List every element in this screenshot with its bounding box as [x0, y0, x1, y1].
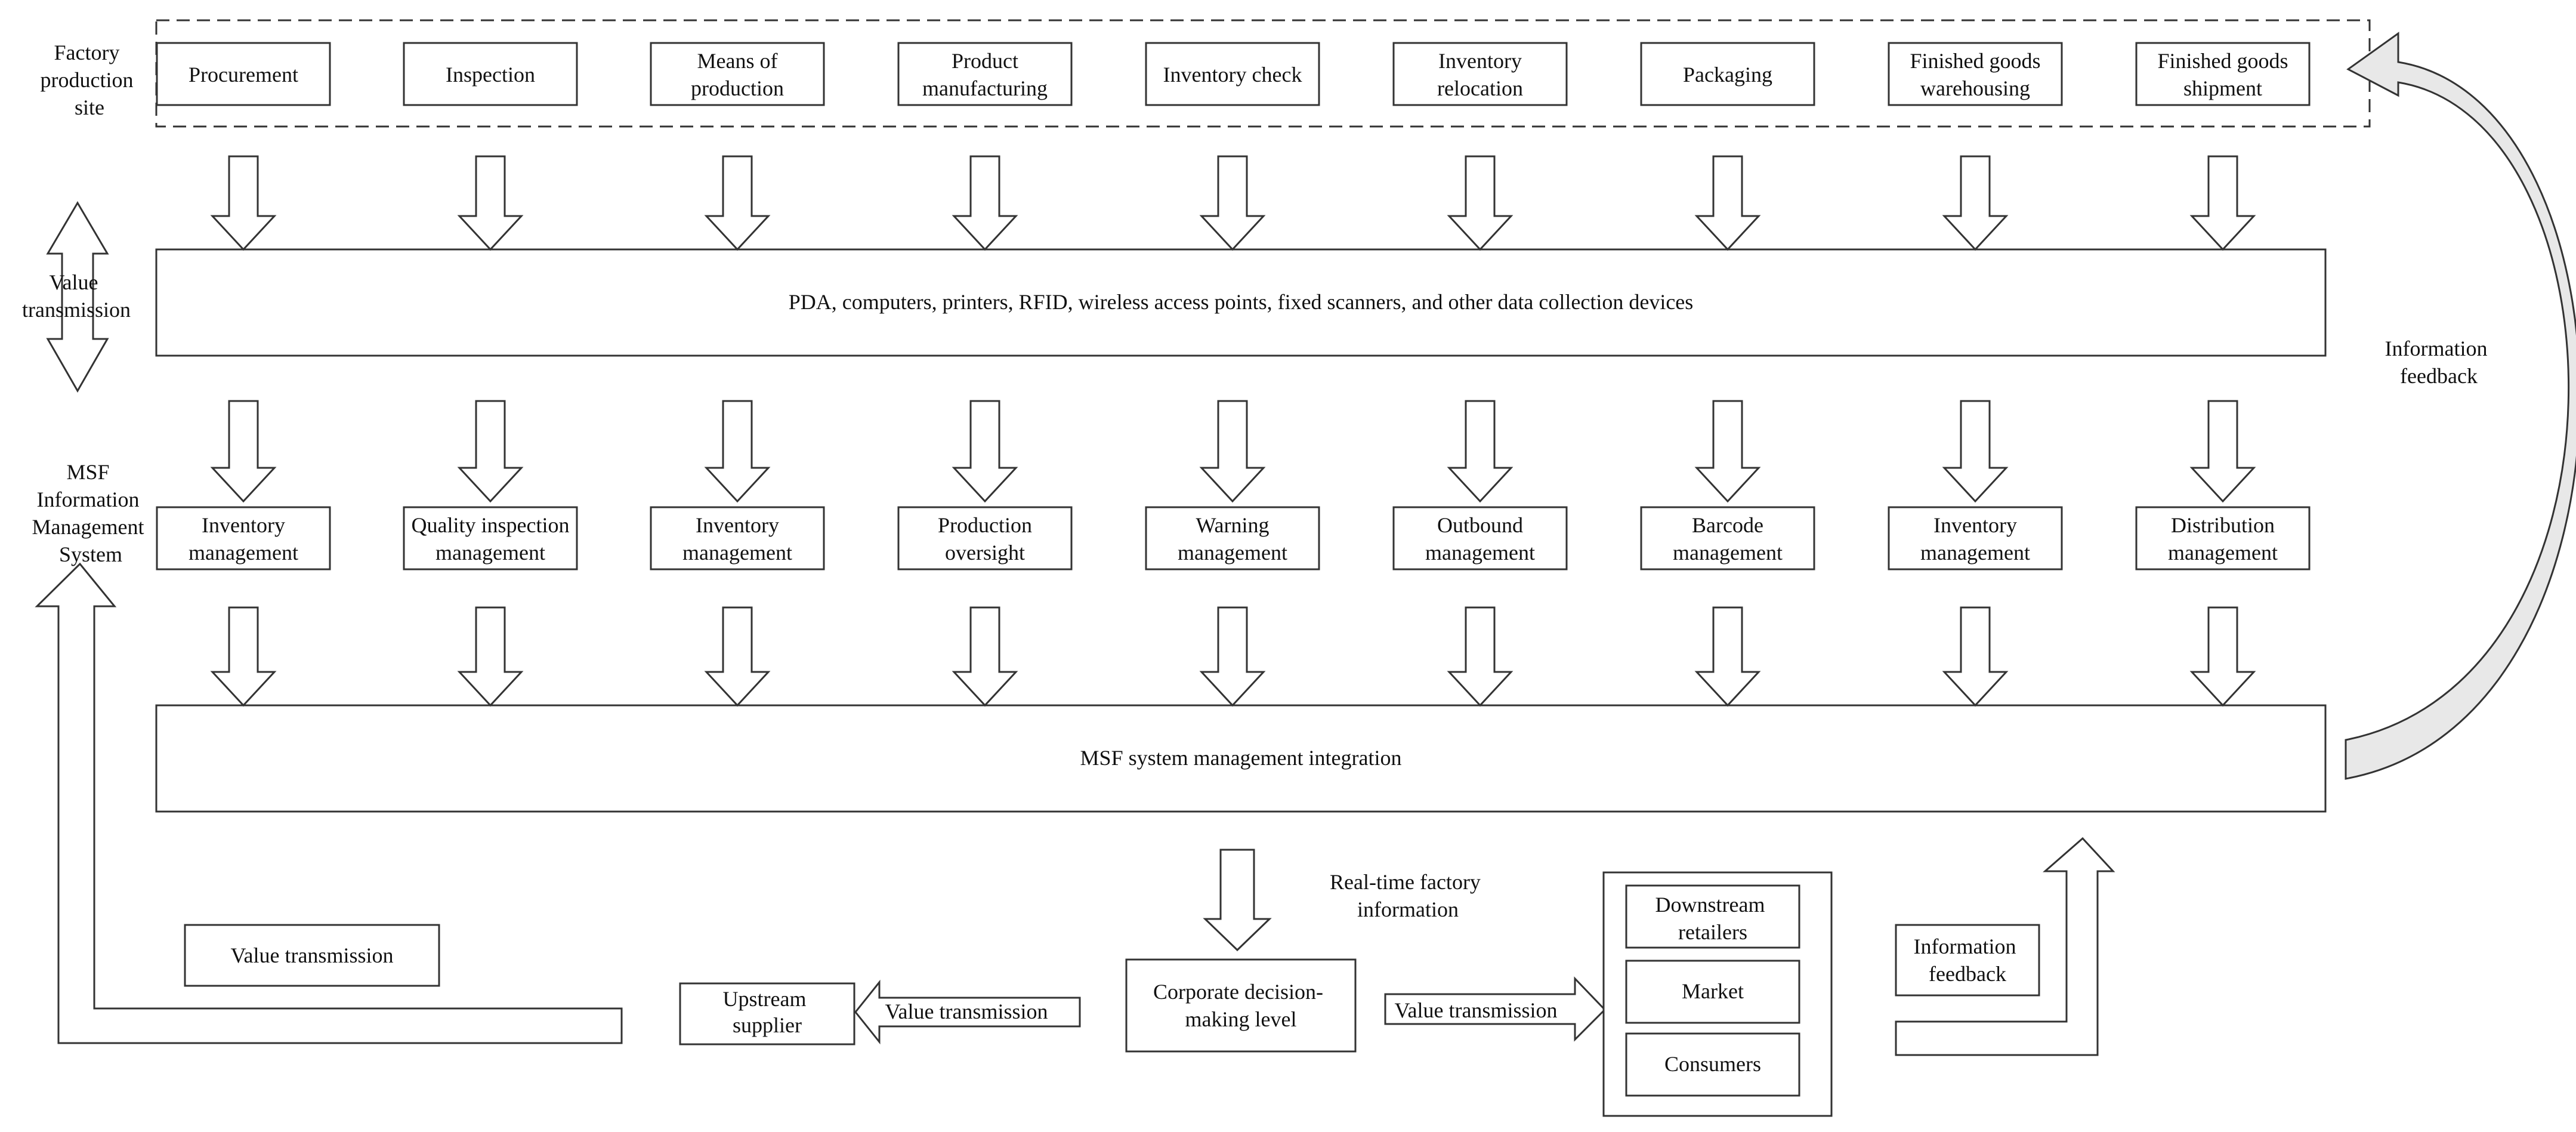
value-transmission-right-label: Value transmission — [1395, 998, 1558, 1022]
down-arrow — [1694, 155, 1761, 251]
value-transmission-side-label: Value transmission — [22, 270, 131, 322]
corporate-decision-label: Corporate decision- making level — [1153, 980, 1329, 1031]
management-module-box — [2135, 506, 2311, 570]
value-transmission-left-label: Value transmission — [231, 943, 394, 967]
site-step-box — [1392, 42, 1568, 106]
down-arrow — [2189, 400, 2256, 503]
information-feedback-box-label: Information feedback — [1914, 934, 2022, 986]
management-module-box — [1888, 506, 2063, 570]
down-arrow — [1694, 606, 1761, 707]
down-arrow — [2189, 155, 2256, 251]
realtime-info-arrow — [1203, 849, 1272, 952]
down-arrow — [1447, 400, 1514, 503]
down-arrow — [1199, 155, 1266, 251]
integration-bar — [155, 704, 2327, 813]
management-module-box — [403, 506, 578, 570]
management-module-box — [1145, 506, 1320, 570]
right-feedback-arrow — [1895, 837, 2115, 1056]
site-step-label: Packaging — [1683, 63, 1772, 87]
msf-system-label: MSF Information Management System — [32, 460, 150, 566]
management-module-box — [1392, 506, 1568, 570]
downstream-retailers-label: Downstream retailers — [1655, 893, 1771, 944]
site-step-box — [1145, 42, 1320, 106]
integration-bar-label: MSF system management integration — [1080, 746, 1402, 770]
site-step-box — [2135, 42, 2311, 106]
left-feedback-arrow — [35, 562, 623, 1044]
devices-bar-label: PDA, computers, printers, RFID, wireless… — [789, 290, 1694, 314]
down-arrow — [210, 155, 277, 251]
down-arrow — [1447, 155, 1514, 251]
down-arrow — [704, 400, 771, 503]
down-arrow — [1199, 400, 1266, 503]
management-module-box — [897, 506, 1073, 570]
site-step-box — [1888, 42, 2063, 106]
information-feedback-box — [1895, 924, 2040, 997]
down-arrow — [952, 606, 1018, 707]
realtime-info-label: Real-time factory information — [1330, 870, 1486, 921]
down-arrow — [1199, 606, 1266, 707]
corporate-decision-box — [1125, 958, 1357, 1053]
consumers-box — [1625, 1032, 1800, 1097]
site-step-label: Procurement — [189, 63, 298, 87]
management-module-box — [1640, 506, 1815, 570]
down-arrow — [952, 400, 1018, 503]
management-module-box — [650, 506, 825, 570]
consumers-label: Consumers — [1664, 1052, 1761, 1076]
site-step-box — [156, 42, 331, 106]
downstream-retailers-box — [1625, 884, 1800, 949]
value-transmission-middle-label: Value transmission — [885, 1000, 1048, 1023]
value-transmission-double-arrow — [46, 201, 109, 393]
site-step-box — [1640, 42, 1815, 106]
down-arrow — [457, 606, 524, 707]
down-arrow — [2189, 606, 2256, 707]
down-arrow — [1942, 400, 2009, 503]
down-arrow — [457, 400, 524, 503]
upstream-supplier-box — [679, 982, 855, 1045]
information-feedback-curve — [2345, 32, 2576, 780]
site-step-box — [403, 42, 578, 106]
management-module-box — [156, 506, 331, 570]
down-arrow — [210, 606, 277, 707]
down-arrow — [704, 606, 771, 707]
down-arrow — [1694, 400, 1761, 503]
value-transmission-left-box — [184, 924, 440, 987]
market-label: Market — [1682, 979, 1744, 1003]
down-arrow — [210, 400, 277, 503]
down-arrow — [1447, 606, 1514, 707]
site-step-label: Inspection — [446, 63, 535, 87]
value-transmission-to-supplier-arrow — [854, 979, 1081, 1045]
site-step-box — [650, 42, 825, 106]
factory-site-label: Factory production site — [41, 41, 139, 119]
market-box — [1625, 960, 1800, 1024]
value-transmission-to-market-arrow — [1384, 976, 1607, 1042]
down-arrow — [704, 155, 771, 251]
down-arrow — [952, 155, 1018, 251]
down-arrow — [1942, 155, 2009, 251]
down-arrow — [457, 155, 524, 251]
down-arrow — [1942, 606, 2009, 707]
site-step-label: Inventory check — [1163, 63, 1302, 87]
site-step-box — [897, 42, 1073, 106]
upstream-supplier-label: Upstream supplier — [723, 987, 812, 1037]
information-feedback-side-label: Information feedback — [2385, 337, 2493, 388]
devices-bar — [155, 248, 2327, 357]
